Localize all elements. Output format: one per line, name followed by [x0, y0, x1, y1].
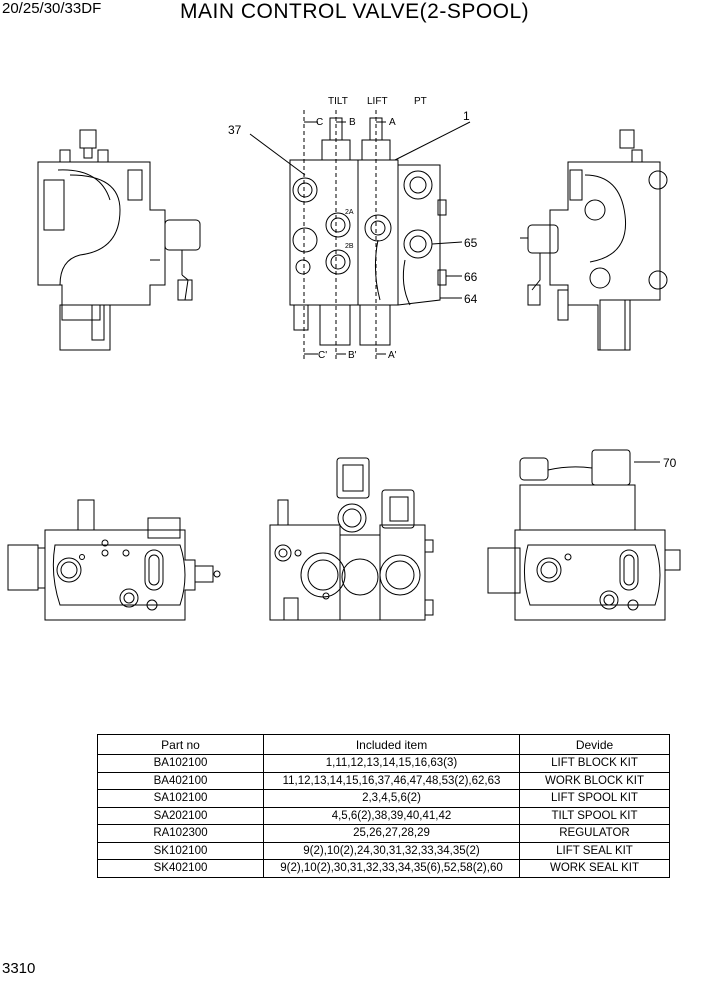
- devide-cell: WORK SEAL KIT: [519, 859, 670, 878]
- callout-64: 64: [464, 292, 478, 306]
- included-item-cell: 9(2),10(2),30,31,32,33,34,35(6),52,58(2)…: [263, 859, 520, 878]
- devide-cell: LIFT SEAL KIT: [519, 841, 670, 860]
- included-item-cell: 11,12,13,14,15,16,37,46,47,48,53(2),62,6…: [263, 771, 520, 790]
- devide-cell: REGULATOR: [519, 824, 670, 843]
- label-port-b-prime: B': [348, 350, 357, 361]
- label-port-b: B: [349, 117, 356, 128]
- callout-1: 1: [463, 109, 470, 123]
- label-tilt: TILT: [328, 96, 348, 107]
- table-row: RA102300 25,26,27,28,29 REGULATOR: [97, 824, 670, 843]
- table-row: SA202100 4,5,6(2),38,39,40,41,42 TILT SP…: [97, 806, 670, 825]
- valve-drawings: TILT LIFT PT C B A C' B' A' 2A 2B 37 1 6…: [7, 96, 681, 621]
- included-item-cell: 25,26,27,28,29: [263, 824, 520, 843]
- callout-70: 70: [663, 456, 677, 470]
- table-row: SK402100 9(2),10(2),30,31,32,33,34,35(6)…: [97, 859, 670, 878]
- part-no-cell: SK102100: [97, 841, 264, 860]
- model-number: 20/25/30/33DF: [2, 0, 102, 17]
- part-no-cell: BA102100: [97, 754, 264, 773]
- included-item-cell: 2,3,4,5,6(2): [263, 789, 520, 808]
- label-port-c: C: [316, 117, 323, 128]
- table-row: SA102100 2,3,4,5,6(2) LIFT SPOOL KIT: [97, 789, 670, 808]
- table-header-row: Part no Included item Devide: [97, 734, 670, 755]
- label-port-c-prime: C': [318, 350, 327, 361]
- callout-65: 65: [464, 236, 478, 250]
- part-no-cell: RA102300: [97, 824, 264, 843]
- devide-cell: LIFT SPOOL KIT: [519, 789, 670, 808]
- drawing-bottom-right: [487, 449, 681, 621]
- table-row: BA402100 11,12,13,14,15,16,37,46,47,48,5…: [97, 771, 670, 790]
- drawing-bottom-center: [269, 457, 434, 621]
- drawing-side-view-right: [520, 129, 668, 351]
- drawing-bottom-left: [7, 499, 221, 621]
- part-no-cell: BA402100: [97, 771, 264, 790]
- drawing-side-view-left: [37, 129, 201, 351]
- part-no-cell: SA102100: [97, 789, 264, 808]
- page-title: MAIN CONTROL VALVE(2-SPOOL): [180, 0, 530, 23]
- devide-cell: WORK BLOCK KIT: [519, 771, 670, 790]
- included-item-cell: 9(2),10(2),24,30,31,32,33,34,35(2): [263, 841, 520, 860]
- included-item-cell: 4,5,6(2),38,39,40,41,42: [263, 806, 520, 825]
- included-item-cell: 1,11,12,13,14,15,16,63(3): [263, 754, 520, 773]
- table-row: BA102100 1,11,12,13,14,15,16,63(3) LIFT …: [97, 754, 670, 773]
- callout-37: 37: [228, 123, 242, 137]
- header-devide: Devide: [519, 734, 670, 755]
- parts-table: Part no Included item Devide BA102100 1,…: [97, 734, 670, 878]
- label-port-2a: 2A: [345, 209, 354, 216]
- page-number: 3310: [2, 960, 36, 977]
- label-lift: LIFT: [367, 96, 388, 107]
- label-port-2b: 2B: [345, 243, 354, 250]
- label-pt: PT: [414, 96, 427, 107]
- header-included-item: Included item: [263, 734, 520, 755]
- part-no-cell: SK402100: [97, 859, 264, 878]
- devide-cell: LIFT BLOCK KIT: [519, 754, 670, 773]
- drawing-front-view: [249, 110, 471, 360]
- callout-66: 66: [464, 270, 478, 284]
- table-row: SK102100 9(2),10(2),24,30,31,32,33,34,35…: [97, 841, 670, 860]
- devide-cell: TILT SPOOL KIT: [519, 806, 670, 825]
- label-port-a: A: [389, 117, 396, 128]
- header-part-no: Part no: [97, 734, 264, 755]
- label-port-a-prime: A': [388, 350, 397, 361]
- part-no-cell: SA202100: [97, 806, 264, 825]
